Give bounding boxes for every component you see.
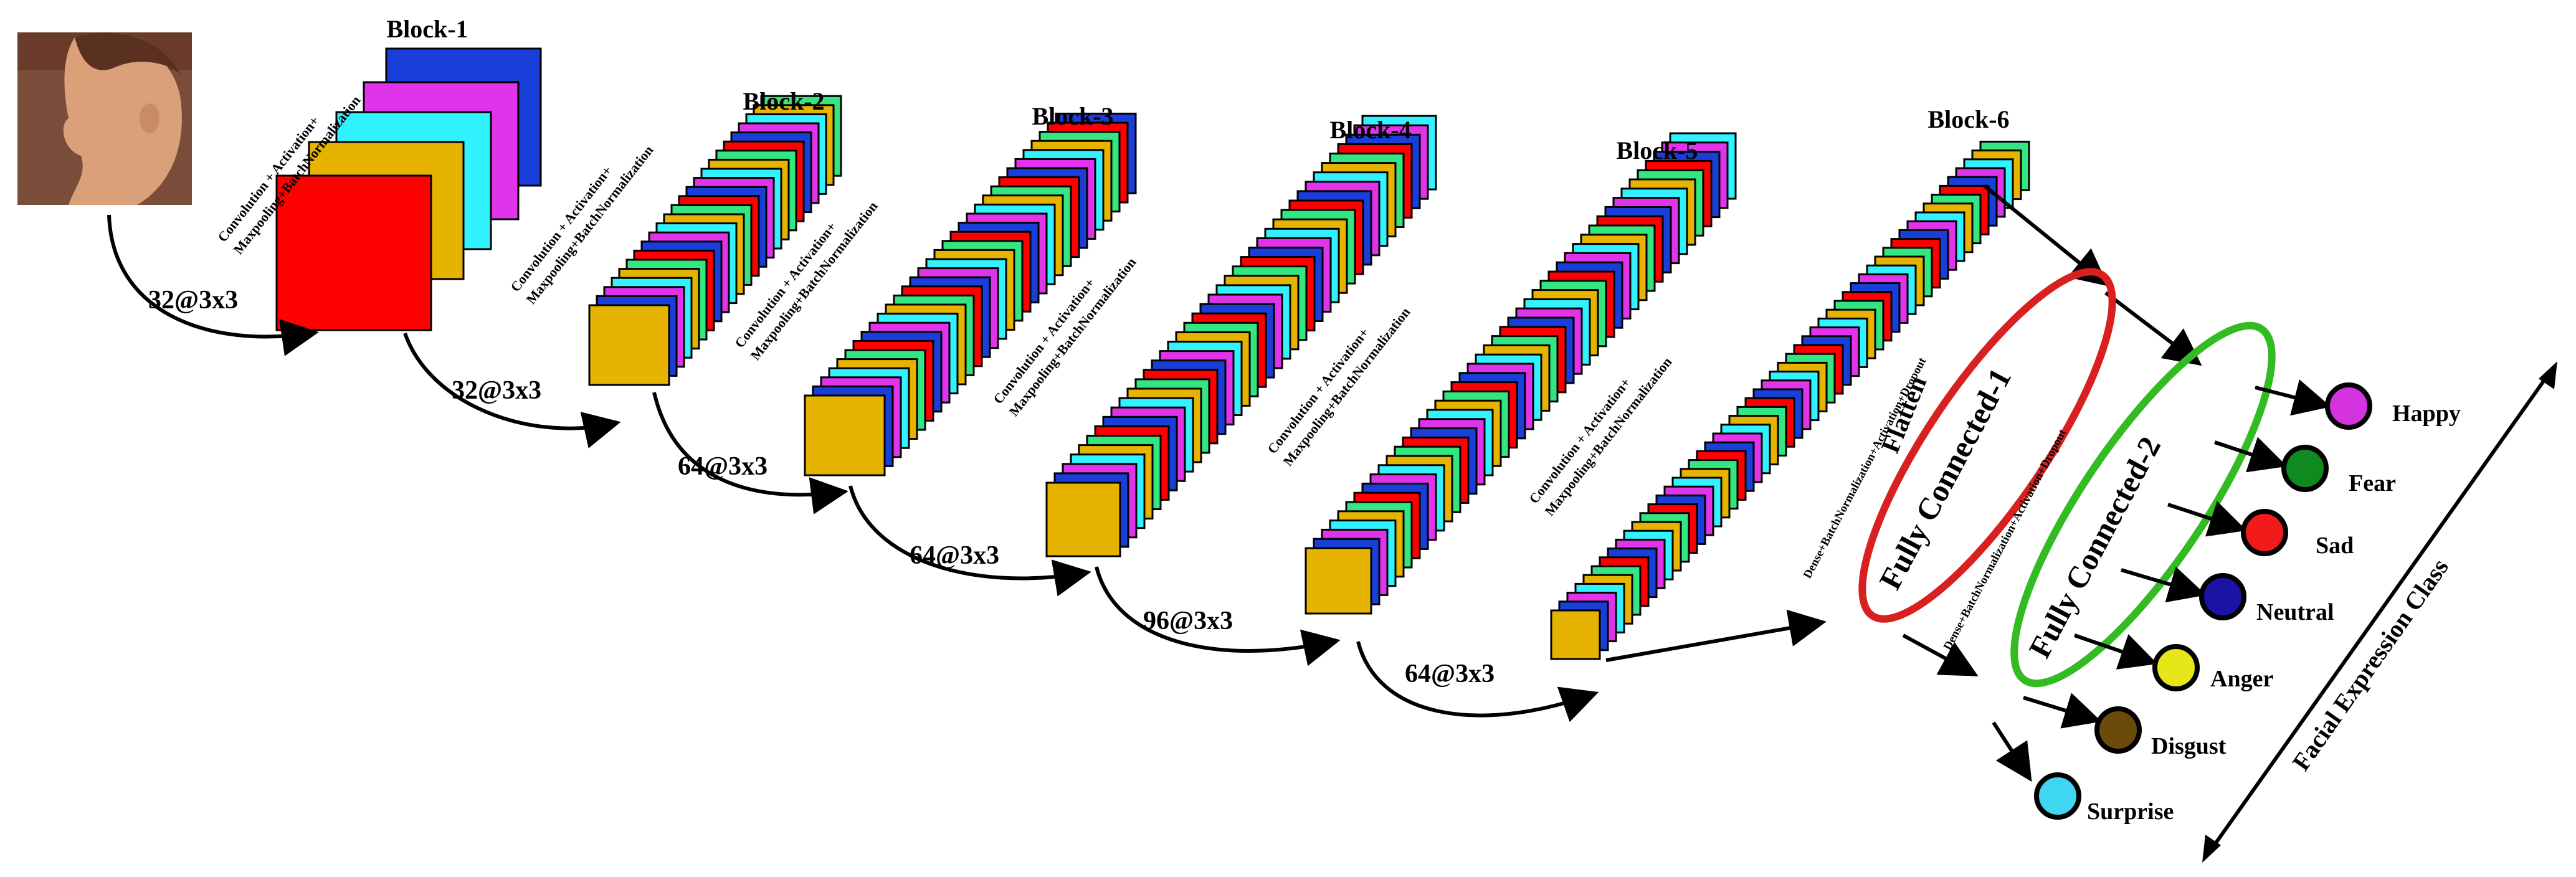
- output-axis: Facial Expression Class: [2202, 361, 2557, 863]
- class-fear-node: [2281, 445, 2329, 492]
- feature-map-front-tile: [804, 394, 886, 476]
- fc-connectors: [1605, 184, 2202, 676]
- block-2-title: Block-2: [743, 87, 824, 115]
- happy-arrow: [2255, 379, 2331, 416]
- block6-to-fc1-arrow: [1983, 184, 2109, 287]
- arrow-2: [403, 333, 621, 448]
- block-2: [588, 95, 842, 386]
- block-3-title: Block-3: [1032, 102, 1113, 130]
- class-happy-node: [2325, 382, 2372, 430]
- output-classes: Happy Fear Sad Neutral Anger Disgust Sur…: [2034, 382, 2461, 825]
- block-6-title: Block-6: [1927, 105, 2009, 133]
- block-connectors: [107, 214, 1599, 723]
- output-axis-label: Facial Expression Class: [2287, 554, 2454, 776]
- output-axis-line: [2207, 369, 2553, 855]
- class-surprise: Surprise: [2034, 772, 2174, 825]
- feature-map-front-tile: [588, 304, 670, 386]
- class-connectors: [1992, 379, 2331, 782]
- surprise-arrow: [1992, 721, 2032, 782]
- feature-map-front-tile: [1305, 547, 1372, 615]
- arrow-3: [652, 392, 848, 514]
- class-disgust-label: Disgust: [2151, 733, 2227, 759]
- class-anger-label: Anger: [2210, 666, 2273, 692]
- class-neutral: Neutral: [2199, 573, 2334, 625]
- class-neutral-label: Neutral: [2256, 599, 2334, 625]
- block-5-title: Block-5: [1616, 136, 1698, 164]
- arrow-1: [107, 214, 319, 356]
- block-4-filter-label: 64@3x3: [910, 541, 999, 570]
- block-3: [804, 112, 1137, 476]
- class-fear: Fear: [2281, 445, 2396, 496]
- class-disgust: Disgust: [2094, 706, 2227, 759]
- anger-arrow: [2074, 633, 2158, 670]
- input-face-photo: [17, 32, 192, 205]
- block-6: [1550, 140, 2030, 660]
- block-5: [1305, 132, 1737, 615]
- arrow-4: [848, 485, 1091, 597]
- block-5-filter-label: 96@3x3: [1143, 607, 1233, 635]
- disgust-arrow: [2023, 693, 2102, 729]
- feature-map-front-tile: [1550, 609, 1601, 660]
- flatten-to-fc1-arrow: [1605, 609, 1827, 662]
- class-disgust-node: [2094, 706, 2142, 754]
- output-axis-head-bottom: [2202, 835, 2221, 863]
- arrow-5: [1095, 566, 1341, 666]
- fc1-to-fc2-arrow-bottom: [1902, 633, 1979, 676]
- class-neutral-node: [2199, 573, 2246, 620]
- block-4: [1045, 115, 1437, 557]
- block-6-filter-label: 64@3x3: [1405, 660, 1495, 688]
- class-happy: Happy: [2325, 382, 2461, 430]
- fc1-to-fc2-arrow-top: [2104, 291, 2202, 366]
- block-2-filter-label: 32@3x3: [452, 376, 541, 405]
- block-4-title: Block-4: [1329, 116, 1411, 144]
- block-1-title: Block-1: [386, 15, 468, 43]
- class-surprise-node: [2034, 772, 2081, 820]
- fear-arrow: [2214, 437, 2288, 473]
- class-happy-label: Happy: [2392, 401, 2461, 427]
- neutral-arrow: [2121, 566, 2207, 603]
- sad-arrow: [2167, 501, 2247, 537]
- class-sad: Sad: [2241, 509, 2354, 559]
- arrow-6: [1356, 641, 1599, 723]
- class-fear-label: Fear: [2349, 470, 2396, 496]
- class-anger: Anger: [2152, 644, 2273, 692]
- block-1: [275, 47, 542, 331]
- class-sad-node: [2241, 509, 2288, 556]
- block-1-filter-label: 32@3x3: [148, 286, 238, 315]
- block-3-filter-label: 64@3x3: [678, 452, 768, 481]
- feature-map-front-tile: [1045, 481, 1121, 557]
- class-surprise-label: Surprise: [2087, 799, 2174, 825]
- class-sad-label: Sad: [2316, 533, 2354, 559]
- output-axis-head-top: [2539, 361, 2557, 389]
- class-anger-node: [2152, 644, 2200, 691]
